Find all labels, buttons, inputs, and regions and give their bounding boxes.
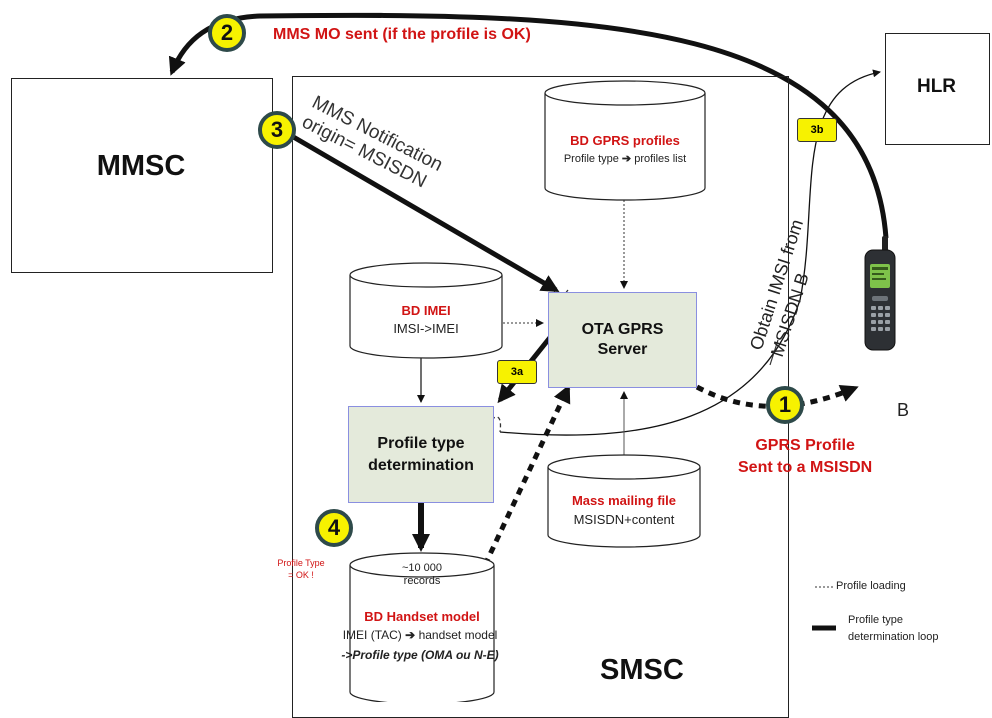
db-imei-content: IMSI->IMEI bbox=[393, 321, 459, 336]
db-handset-model-line2: ->Profile type (OMA ou N-E) bbox=[341, 648, 499, 662]
profile-type-determination: Profile type determination bbox=[348, 406, 494, 503]
arrow-right-icon: ➔ bbox=[621, 153, 632, 165]
hlr-label: HLR bbox=[916, 76, 957, 97]
arrow-handset-to-ota bbox=[482, 384, 571, 567]
smsc-label: SMSC bbox=[600, 654, 684, 686]
db-imei bbox=[349, 262, 503, 359]
db-gprs-profiles bbox=[544, 80, 706, 201]
profile-type-ok-label: Profile Type = OK ! bbox=[277, 558, 325, 580]
db-gprs-profiles-content: Profile type ➔ profiles list bbox=[563, 153, 687, 165]
legend-determination-loop: Profile type determination loop bbox=[848, 614, 939, 643]
db-imei-title: BD IMEI bbox=[401, 303, 451, 318]
ota-gprs-server-label: OTA GPRS Server bbox=[581, 321, 664, 358]
legend-profile-loading: Profile loading bbox=[836, 580, 906, 592]
step-3b-label: 3b bbox=[797, 118, 837, 142]
db-mass-mailing-title: Mass mailing file bbox=[571, 493, 677, 508]
db-mass-mailing bbox=[547, 454, 701, 548]
arrow-right-icon: ➔ bbox=[405, 628, 416, 642]
db-handset-records: ~10 000 records bbox=[401, 562, 443, 587]
database-shapes bbox=[349, 80, 706, 702]
step-3a-label: 3a bbox=[497, 360, 537, 384]
phone-b-label: B bbox=[897, 400, 910, 420]
mmsc-box bbox=[11, 78, 273, 273]
profile-type-determination-label: Profile type determination bbox=[368, 434, 474, 474]
db-handset-model-line1: IMEI (TAC) ➔ handset model bbox=[342, 628, 498, 642]
arrow-gprs-profile bbox=[695, 384, 859, 409]
db-mass-mailing-content: MSISDN+content bbox=[573, 512, 675, 527]
arrow-mms-notification bbox=[288, 132, 560, 293]
mmsc-label: MMSC bbox=[96, 150, 186, 182]
step-1-badge: 1 bbox=[766, 386, 804, 424]
step-4-badge: 4 bbox=[315, 509, 353, 547]
ota-gprs-server: OTA GPRS Server bbox=[548, 292, 697, 388]
step-3-badge: 3 bbox=[258, 111, 296, 149]
hlr-box bbox=[885, 33, 990, 145]
gprs-profile-sent-label: GPRS Profile Sent to a MSISDN bbox=[738, 437, 873, 476]
db-handset-model bbox=[349, 552, 495, 702]
db-gprs-profiles-title: BD GPRS profiles bbox=[570, 133, 680, 148]
db-handset-model-title: BD Handset model bbox=[364, 609, 480, 624]
mobile-phone-icon bbox=[864, 236, 896, 351]
step-2-badge: 2 bbox=[208, 14, 246, 52]
arrow-obtain-imsi bbox=[499, 69, 881, 436]
mms-mo-sent-label: MMS MO sent (if the profile is OK) bbox=[273, 26, 531, 43]
